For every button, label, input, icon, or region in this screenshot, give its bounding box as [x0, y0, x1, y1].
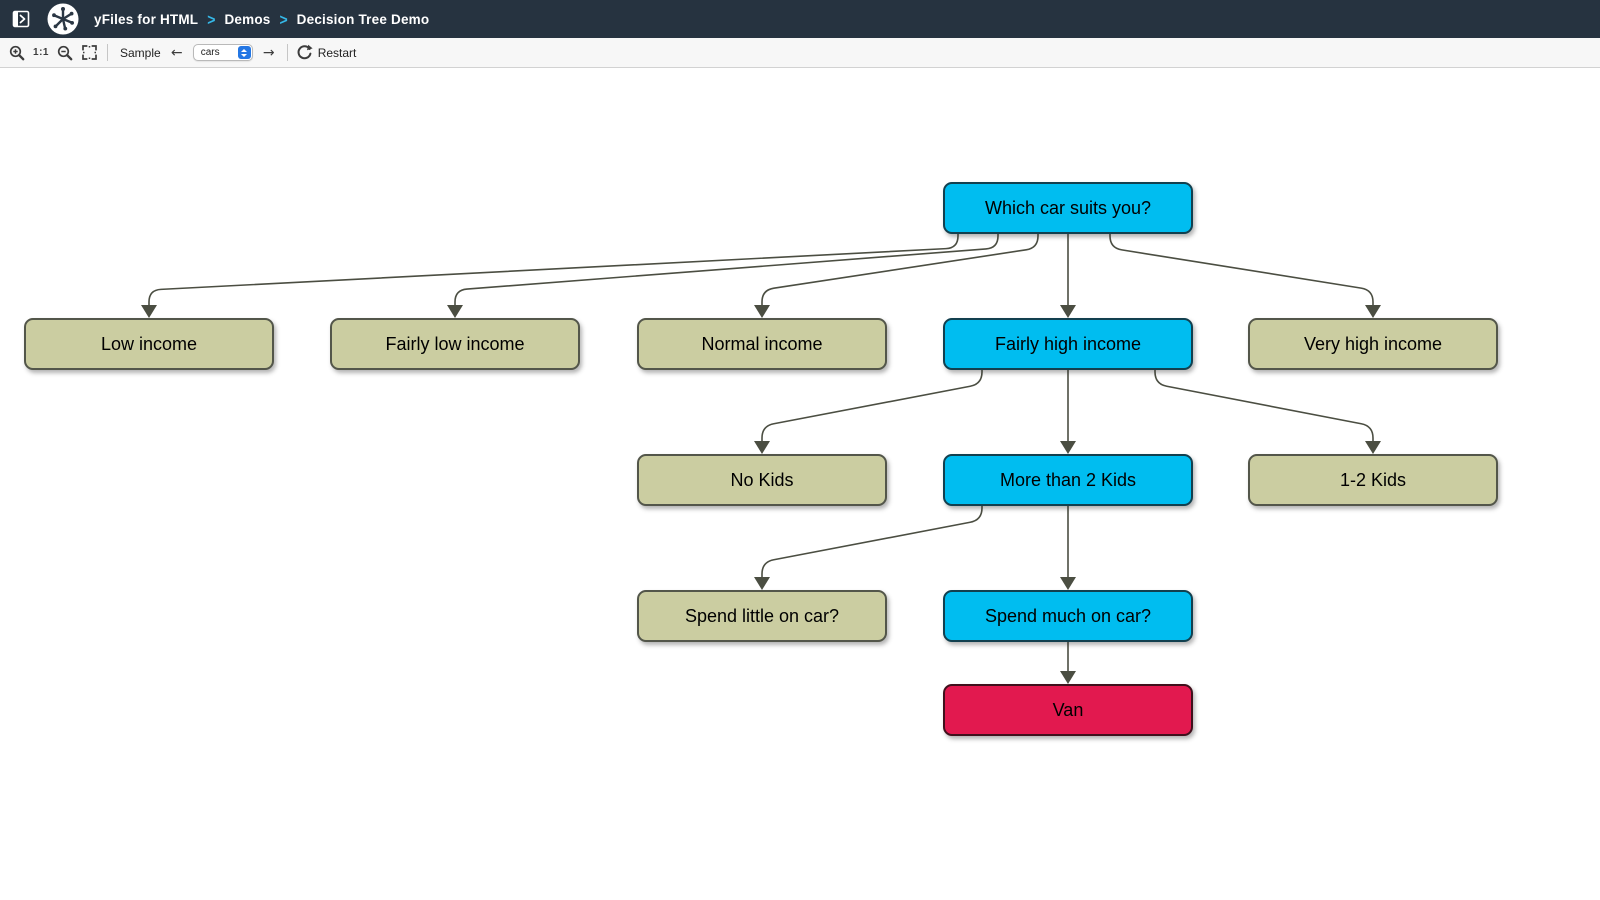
zoom-in-button[interactable] — [7, 41, 27, 65]
node-label: No Kids — [730, 469, 794, 490]
node-label: 1-2 Kids — [1339, 469, 1407, 490]
header-bar: yFiles for HTML > Demos > Decision Tree … — [0, 0, 1600, 38]
breadcrumb: yFiles for HTML > Demos > Decision Tree … — [94, 9, 430, 29]
breadcrumb-item-demos[interactable]: Demos — [224, 11, 271, 27]
restart-button[interactable]: Restart — [296, 41, 357, 65]
node-label: Fairly low income — [385, 333, 525, 354]
reload-icon — [297, 44, 313, 60]
breadcrumb-item-yfiles[interactable]: yFiles for HTML — [94, 11, 199, 27]
previous-sample-button[interactable]: ← — [167, 41, 187, 65]
toolbar-separator — [107, 44, 108, 61]
tree-node-low[interactable]: Low income — [24, 318, 274, 370]
toolbar: 1:1 Sample ← cars — [0, 38, 1600, 68]
yfiles-logo-icon — [47, 3, 79, 35]
yfiles-logo[interactable] — [46, 2, 80, 36]
node-label: Low income — [100, 333, 198, 354]
breadcrumb-chevron-icon: > — [279, 9, 288, 29]
zoom-in-icon — [9, 45, 25, 60]
sidebar-toggle-icon — [12, 10, 30, 28]
sample-label: Sample — [120, 45, 161, 60]
tree-node-veryhigh[interactable]: Very high income — [1248, 318, 1498, 370]
toolbar-separator — [286, 44, 288, 61]
zoom-original-label: 1:1 — [33, 47, 49, 58]
node-label: More than 2 Kids — [999, 469, 1137, 490]
sample-select-value: cars — [200, 47, 220, 58]
breadcrumb-chevron-icon: > — [207, 9, 216, 29]
node-label: Spend much on car? — [984, 605, 1152, 626]
tree-node-normal[interactable]: Normal income — [637, 318, 887, 370]
select-stepper-icon — [237, 46, 251, 59]
breadcrumb-item-current: Decision Tree Demo — [296, 11, 430, 27]
tree-node-spendlittle[interactable]: Spend little on car? — [637, 590, 887, 642]
sidebar-toggle-button[interactable] — [6, 4, 36, 34]
node-label: Spend little on car? — [684, 605, 840, 626]
zoom-out-icon — [57, 45, 73, 60]
node-label: Normal income — [701, 333, 823, 354]
tree-node-van[interactable]: Van — [943, 684, 1193, 736]
tree-node-morethan2[interactable]: More than 2 Kids — [943, 454, 1193, 506]
node-label: Van — [1052, 699, 1084, 720]
fit-content-button[interactable] — [79, 41, 99, 65]
tree-node-nokids[interactable]: No Kids — [637, 454, 887, 506]
zoom-out-button[interactable] — [55, 41, 75, 65]
next-sample-button[interactable]: → — [259, 41, 279, 65]
restart-label: Restart — [317, 45, 357, 60]
left-arrow-icon: ← — [170, 44, 183, 61]
node-label: Fairly high income — [994, 333, 1142, 354]
right-arrow-icon: → — [262, 44, 275, 61]
zoom-original-button[interactable]: 1:1 — [31, 41, 51, 65]
tree-node-kids12[interactable]: 1-2 Kids — [1248, 454, 1498, 506]
tree-node-fairlyhigh[interactable]: Fairly high income — [943, 318, 1193, 370]
sample-select[interactable]: cars — [192, 44, 253, 61]
node-label: Which car suits you? — [984, 197, 1152, 218]
tree-node-fairlylow[interactable]: Fairly low income — [330, 318, 580, 370]
fit-content-icon — [81, 45, 97, 60]
tree-node-spendmuch[interactable]: Spend much on car? — [943, 590, 1193, 642]
tree-node-root[interactable]: Which car suits you? — [943, 182, 1193, 234]
node-label: Very high income — [1303, 333, 1443, 354]
